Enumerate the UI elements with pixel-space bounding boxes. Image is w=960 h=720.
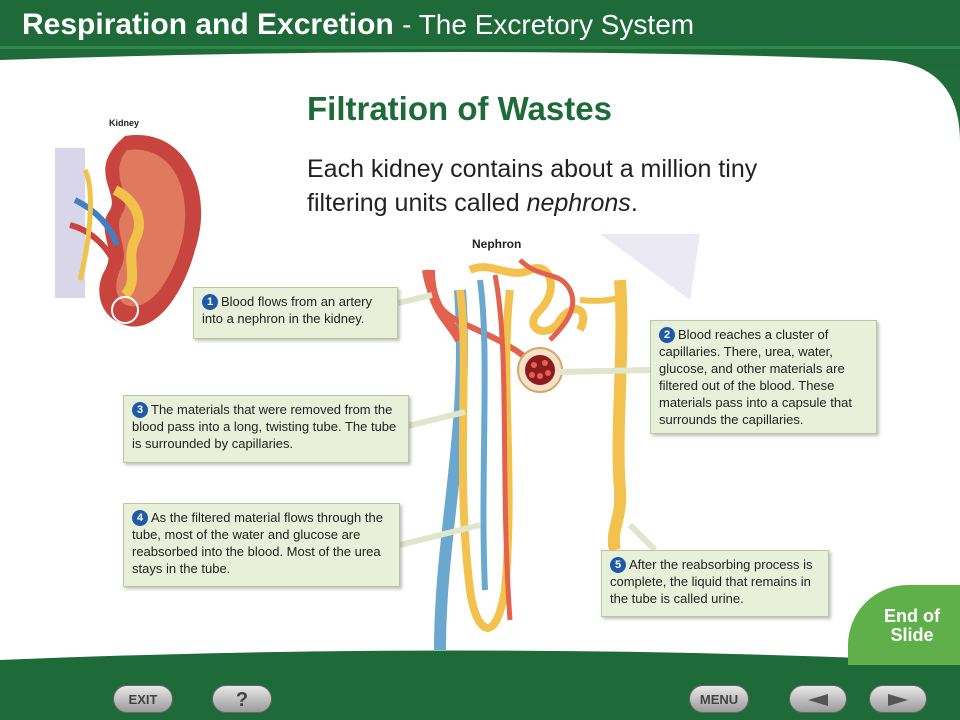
body-text-end: .	[630, 189, 638, 217]
callout-text: As the filtered material flows through t…	[132, 510, 383, 576]
step-number: 3	[132, 402, 148, 418]
end-of-slide-label: End of Slide	[876, 607, 948, 645]
callout-text: After the reabsorbing process is complet…	[610, 557, 813, 606]
body-text: Each kidney contains about a million tin…	[307, 152, 807, 220]
exit-button[interactable]: EXIT	[113, 685, 173, 713]
callout-text: The materials that were removed from the…	[132, 402, 397, 451]
end-of-slide-line1: End of	[884, 606, 940, 626]
arrow-right-icon	[888, 694, 908, 706]
callout-text: Blood flows from an artery into a nephro…	[202, 294, 373, 326]
footer-curve	[0, 650, 960, 670]
body-text-start: Each kidney contains about a million tin…	[307, 155, 758, 217]
next-button[interactable]	[869, 685, 927, 713]
header-title: Respiration and Excretion - The Excretor…	[22, 8, 694, 42]
arrow-left-icon	[808, 694, 828, 706]
kidney-label: Kidney	[109, 118, 140, 128]
nephron-label: Nephron	[472, 237, 522, 251]
step-number: 2	[659, 327, 675, 343]
help-button[interactable]: ?	[212, 685, 272, 713]
header-title-main: Respiration and Excretion	[22, 8, 394, 41]
step-number: 1	[202, 294, 218, 310]
menu-button[interactable]: MENU	[689, 685, 749, 713]
step-number: 5	[610, 557, 626, 573]
header-subtitle: - The Excretory System	[402, 9, 695, 40]
header-divider	[0, 46, 960, 49]
step-number: 4	[132, 510, 148, 526]
previous-button[interactable]	[789, 685, 847, 713]
kidney-illustration	[55, 134, 202, 327]
slide-title: Filtration of Wastes	[307, 90, 612, 127]
nephron-illustration	[422, 234, 700, 651]
body-text-term: nephrons	[526, 189, 631, 217]
callout-text: Blood reaches a cluster of capillaries. …	[659, 327, 852, 427]
end-of-slide-line2: Slide	[890, 625, 934, 645]
